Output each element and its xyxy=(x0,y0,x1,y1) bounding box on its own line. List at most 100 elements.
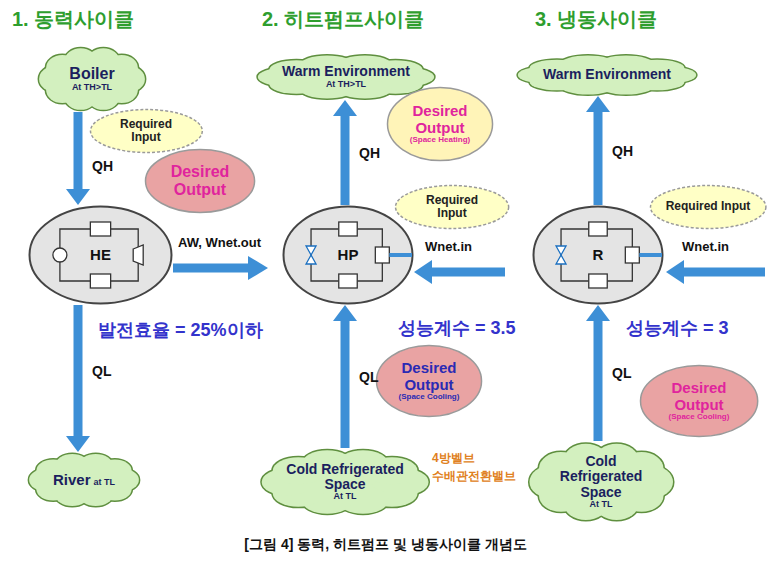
arrow-shaft xyxy=(341,114,350,205)
node-text-group: Riverat TL xyxy=(53,472,115,489)
arrow-shaft xyxy=(430,268,505,277)
arrow-head xyxy=(66,189,90,205)
arrow-head xyxy=(333,305,357,321)
node-text-group: Cold Refrigerated SpaceAt TL xyxy=(544,454,658,510)
cycle-device: HP xyxy=(282,205,414,305)
compressor-shaft xyxy=(389,253,412,257)
arrow-head xyxy=(586,96,610,112)
work-label: Wnet.in xyxy=(682,240,729,255)
environment-cloud: Warm EnvironmentAt TH>TL xyxy=(256,54,436,100)
node-title: Warm Environment xyxy=(543,67,671,82)
node-text-group: R xyxy=(593,247,604,264)
environment-cloud: Cold Refrigerated SpaceAt TL xyxy=(260,448,430,516)
node-title: Desired Output xyxy=(401,103,478,136)
node-text-group: Desired Output(Space Cooling) xyxy=(656,380,742,422)
arrow-shaft xyxy=(173,264,250,273)
arrow-shaft xyxy=(594,110,603,205)
heat-exchanger-box xyxy=(339,274,357,288)
node-title: Required Input xyxy=(410,194,493,220)
heat-exchanger-box xyxy=(90,222,110,236)
heat-exchanger-box xyxy=(589,222,607,236)
cycle-ellipse xyxy=(534,207,663,304)
arrow-shaft xyxy=(682,268,765,277)
node-subtitle: (Space Heating) xyxy=(410,136,470,145)
valve-note: 4방벨브 xyxy=(432,452,475,466)
arrow-shaft xyxy=(74,305,83,438)
cycle-device: HE xyxy=(28,205,173,305)
node-title: HP xyxy=(338,247,359,264)
node-title: Warm Environment xyxy=(282,64,410,79)
node-subtitle: (Space Cooling) xyxy=(669,413,730,422)
efficiency-note: 발전효율 = 25%이하 xyxy=(98,320,263,341)
node-title: Desired Output xyxy=(390,360,467,393)
cycle-ellipse xyxy=(30,207,172,304)
heat-flow-arrow xyxy=(66,305,90,452)
callout-bubble: Required Input xyxy=(394,184,510,230)
node-subtitle: (Space Cooling) xyxy=(399,393,460,402)
callout-bubble: Required Input xyxy=(89,108,204,154)
work-out-arrow xyxy=(173,256,268,280)
heat-flow-arrow xyxy=(586,305,610,441)
callout-bubble: Required Input xyxy=(649,184,767,230)
compressor-symbol xyxy=(375,247,389,263)
node-title: Desired Output xyxy=(656,380,742,413)
node-title: Cold Refrigerated Space xyxy=(279,462,412,493)
cycle-pipe xyxy=(311,229,339,281)
callout-bubble: Desired Output(Space Cooling) xyxy=(375,344,483,418)
node-title: Required Input xyxy=(105,118,187,144)
callout-bubble: Desired Output(Space Heating) xyxy=(386,86,494,162)
cycle-device: R xyxy=(532,205,664,305)
heat-flow-arrow xyxy=(333,100,357,205)
column-heading: 2. 히트펌프사이클 xyxy=(262,8,424,31)
heat-flow-arrow xyxy=(333,305,357,448)
node-title: Desired Output xyxy=(160,163,240,198)
node-text-group: Required Input xyxy=(410,194,493,220)
heat-label: QH xyxy=(92,158,113,174)
node-subtitle: At TL xyxy=(334,492,357,502)
node-text-group: HP xyxy=(338,247,359,264)
bubble-outline xyxy=(650,186,765,229)
bubble-outline xyxy=(145,150,254,213)
callout-bubble: Desired Output(Space Cooling) xyxy=(639,364,759,438)
heat-exchanger-box xyxy=(589,274,607,288)
node-text-group: Warm Environment xyxy=(543,67,671,82)
heat-label: QL xyxy=(92,363,111,379)
compressor-shaft xyxy=(639,253,662,257)
turbine-symbol xyxy=(133,245,143,265)
node-title: River xyxy=(53,472,91,489)
node-subtitle: At TH>TL xyxy=(326,80,366,90)
work-label: Wnet.in xyxy=(425,240,472,255)
arrow-head xyxy=(248,256,268,280)
node-subtitle: at TL xyxy=(94,478,116,488)
node-title: HE xyxy=(90,247,111,264)
arrow-shaft xyxy=(74,112,83,191)
cop-note: 성능계수 = 3 xyxy=(626,318,729,339)
environment-cloud: BoilerAt TH>TL xyxy=(38,46,146,112)
heat-flow-arrow xyxy=(586,96,610,205)
heat-label: QL xyxy=(359,369,378,385)
node-subtitle: At TL xyxy=(590,500,613,510)
figure-caption: [그림 4] 동력, 히트펌프 및 냉동사이클 개념도 xyxy=(0,536,771,552)
node-text-group: Required Input xyxy=(105,118,187,144)
arrow-head xyxy=(586,305,610,321)
node-text-group: Cold Refrigerated SpaceAt TL xyxy=(279,462,412,503)
node-text-group: HE xyxy=(90,247,111,264)
environment-cloud: Riverat TL xyxy=(28,452,140,508)
valve-note: 수배관전환밸브 xyxy=(432,470,516,484)
bubble-outline xyxy=(376,346,481,417)
bubble-outline xyxy=(640,366,757,437)
cycle-pipe xyxy=(561,229,589,281)
node-text-group: Desired Output xyxy=(160,163,240,198)
arrow-head xyxy=(66,436,90,452)
node-title: Required Input xyxy=(666,200,751,213)
heat-label: QL xyxy=(612,365,631,381)
cop-note: 성능계수 = 3.5 xyxy=(398,318,516,339)
node-text-group: BoilerAt TH>TL xyxy=(69,65,114,92)
bubble-outline xyxy=(387,88,492,161)
arrow-head xyxy=(333,100,357,116)
node-subtitle: At TH>TL xyxy=(72,83,112,93)
pump-symbol xyxy=(53,248,67,262)
arrow-head xyxy=(666,260,684,284)
node-text-group: Desired Output(Space Cooling) xyxy=(390,360,467,402)
